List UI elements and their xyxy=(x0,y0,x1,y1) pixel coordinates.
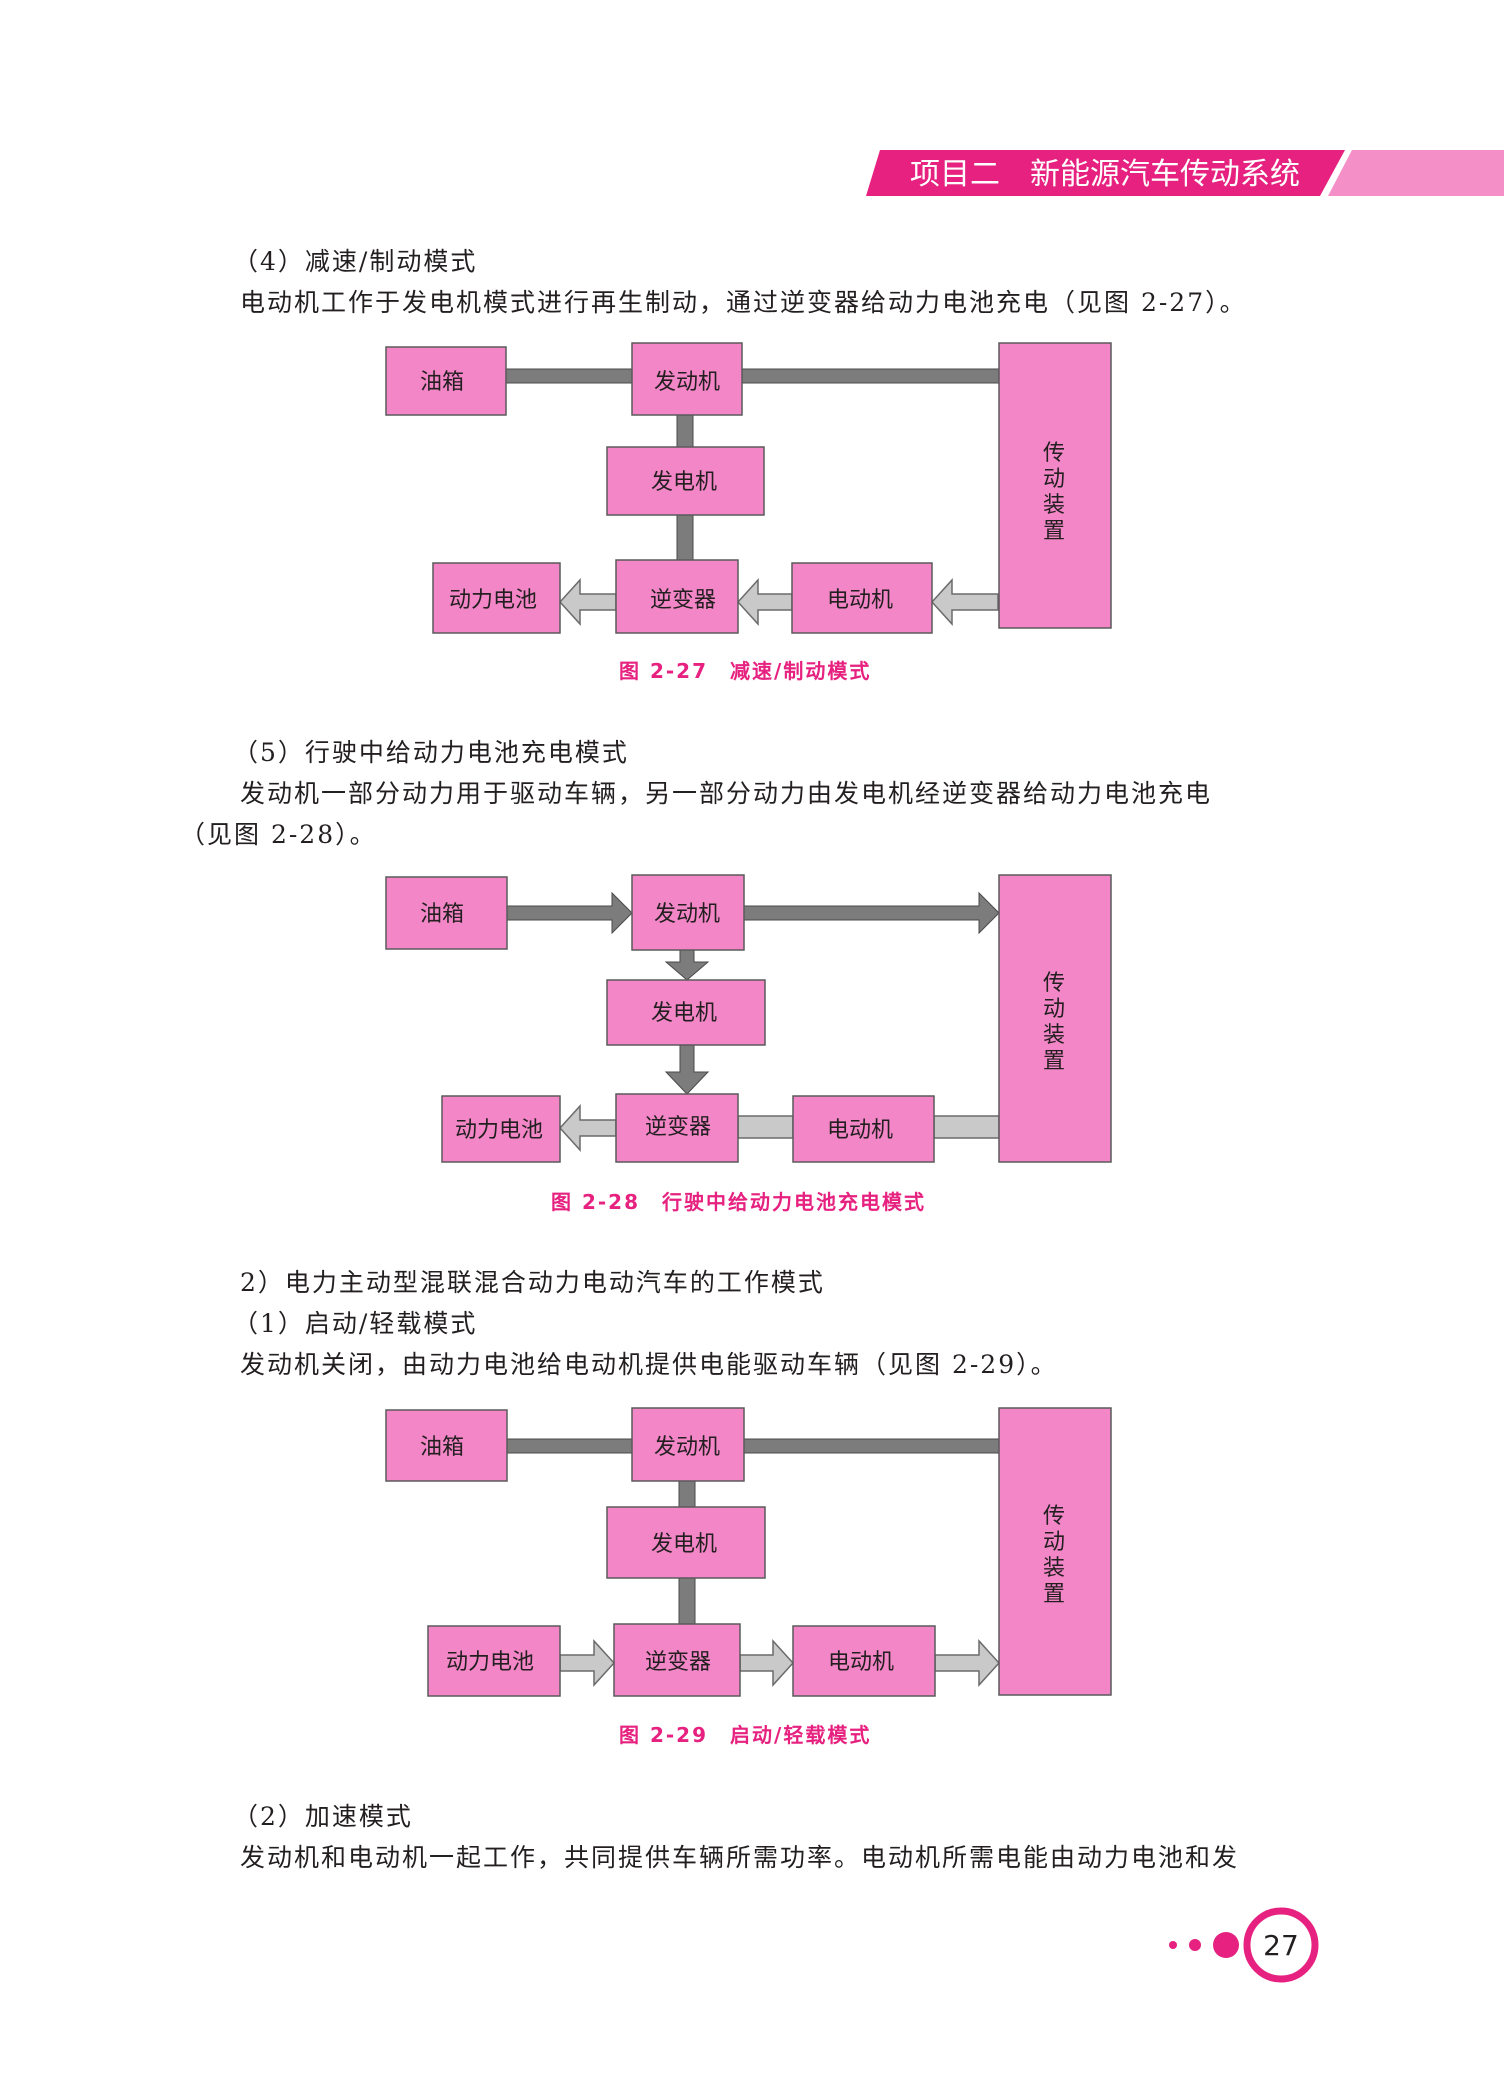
fuel-engine-link xyxy=(504,368,633,384)
battery-inverter-arrow xyxy=(559,1639,616,1687)
inverter-label: 逆变器 xyxy=(645,1650,711,1675)
inverter-box xyxy=(615,1093,739,1163)
motor-box xyxy=(791,562,933,634)
engine-transmission-link xyxy=(741,368,1000,384)
section-text-4: 电动机工作于发电机模式进行再生制动，通过逆变器给动力电池充电（见图 2-27）。 xyxy=(240,288,1247,317)
transmission-char-4: 置 xyxy=(1043,1049,1065,1074)
section-text-1: 发动机关闭，由动力电池给电动机提供电能驱动车辆（见图 2-29）。 xyxy=(240,1350,1058,1379)
footer-dot-large xyxy=(1213,1932,1239,1958)
generator-inverter-link xyxy=(678,1577,696,1625)
transmission-char-3: 装 xyxy=(1043,1023,1065,1048)
footer-dot-small xyxy=(1169,1941,1177,1949)
fuel-engine-arrow xyxy=(506,891,633,935)
transmission-char-4: 置 xyxy=(1043,1582,1065,1607)
battery-box xyxy=(427,1625,561,1697)
inverter-label: 逆变器 xyxy=(645,1115,711,1140)
header-band: 项目二 新能源汽车传动系统 xyxy=(866,150,1504,196)
transmission-box xyxy=(998,342,1112,629)
transmission-char-2: 动 xyxy=(1043,1530,1065,1555)
generator-box xyxy=(606,1506,766,1579)
section-heading-4: （4）减速/制动模式 xyxy=(233,247,478,276)
engine-label: 发动机 xyxy=(654,1435,720,1460)
engine-label: 发动机 xyxy=(654,370,720,395)
page-number-ring xyxy=(1243,1907,1319,1983)
transmission-motor-link xyxy=(933,1115,1000,1139)
engine-transmission-link xyxy=(743,1438,1000,1454)
transmission-char-3: 装 xyxy=(1043,1556,1065,1581)
motor-box xyxy=(792,1095,935,1163)
figure-2-28: 油箱 发动机 发电机 传 动 装 置 动力电池 逆变器 电动机 xyxy=(385,874,1112,1163)
engine-label: 发动机 xyxy=(654,902,720,927)
subheading-2: 2）电力主动型混联混合动力电动汽车的工作模式 xyxy=(240,1268,825,1297)
section-text-5b: （见图 2-28）。 xyxy=(180,820,377,849)
fuel-tank-box xyxy=(385,876,508,950)
inverter-label: 逆变器 xyxy=(650,588,716,613)
fuel-tank-label: 油箱 xyxy=(420,902,464,927)
section-heading-2: （2）加速模式 xyxy=(233,1802,413,1831)
transmission-char-2: 动 xyxy=(1043,467,1065,492)
battery-box xyxy=(441,1095,561,1163)
generator-box xyxy=(606,979,766,1046)
transmission-char-1: 传 xyxy=(1043,971,1065,996)
transmission-char-3: 装 xyxy=(1043,493,1065,518)
engine-box xyxy=(631,1407,745,1482)
transmission-box xyxy=(998,1407,1112,1696)
page-number: 27 xyxy=(1263,1929,1299,1962)
generator-box xyxy=(606,446,765,516)
figure-2-28-caption: 图 2-28 行驶中给动力电池充电模式 xyxy=(551,1190,927,1214)
engine-generator-link xyxy=(678,1480,696,1508)
generator-label: 发电机 xyxy=(651,1001,717,1026)
inverter-motor-arrow xyxy=(739,1639,795,1687)
battery-label: 动力电池 xyxy=(449,588,537,613)
motor-inverter-arrow xyxy=(736,578,793,626)
fuel-tank-box xyxy=(385,346,507,416)
generator-inverter-arrow xyxy=(664,1044,710,1095)
figure-2-27: 油箱 发动机 发电机 传 动 装 置 动力电池 逆变器 电动机 xyxy=(385,342,1112,634)
generator-label: 发电机 xyxy=(651,1532,717,1557)
transmission-char-1: 传 xyxy=(1043,441,1065,466)
transmission-char-1: 传 xyxy=(1043,1504,1065,1529)
transmission-box xyxy=(998,874,1112,1163)
transmission-motor-arrow xyxy=(930,578,999,626)
motor-transmission-arrow xyxy=(934,1639,1001,1687)
battery-label: 动力电池 xyxy=(446,1650,534,1675)
motor-label: 电动机 xyxy=(827,1118,893,1143)
section-heading-5: （5）行驶中给动力电池充电模式 xyxy=(233,738,629,767)
generator-label: 发电机 xyxy=(651,470,717,495)
inverter-box xyxy=(613,1623,741,1697)
engine-box xyxy=(631,342,743,416)
engine-transmission-arrow xyxy=(743,891,1000,935)
inverter-battery-arrow xyxy=(558,1104,617,1152)
figure-2-29: 油箱 发动机 发电机 传 动 装 置 动力电池 逆变器 电动机 xyxy=(385,1407,1112,1697)
inverter-box xyxy=(615,559,739,634)
section-text-5a: 发动机一部分动力用于驱动车辆，另一部分动力由发电机经逆变器给动力电池充电 xyxy=(240,779,1213,808)
footer-dot-medium xyxy=(1189,1939,1201,1951)
inverter-battery-arrow xyxy=(558,578,617,626)
motor-label: 电动机 xyxy=(827,588,893,613)
fuel-tank-label: 油箱 xyxy=(420,1435,464,1460)
fuel-engine-link xyxy=(506,1438,633,1454)
transmission-char-4: 置 xyxy=(1043,519,1065,544)
engine-generator-arrow xyxy=(664,949,710,981)
section-heading-1: （1）启动/轻载模式 xyxy=(233,1309,478,1338)
fuel-tank-label: 油箱 xyxy=(420,370,464,395)
figure-2-27-caption: 图 2-27 减速/制动模式 xyxy=(619,659,872,683)
figure-2-29-caption: 图 2-29 启动/轻载模式 xyxy=(619,1723,872,1747)
transmission-char-2: 动 xyxy=(1043,997,1065,1022)
motor-box xyxy=(792,1625,936,1697)
battery-box xyxy=(432,562,561,634)
engine-box xyxy=(631,874,745,951)
motor-label: 电动机 xyxy=(828,1650,894,1675)
header-title: 项目二 新能源汽车传动系统 xyxy=(910,157,1300,192)
engine-generator-link xyxy=(676,414,694,448)
section-text-2: 发动机和电动机一起工作，共同提供车辆所需功率。电动机所需电能由动力电池和发 xyxy=(240,1843,1240,1872)
battery-label: 动力电池 xyxy=(455,1118,543,1143)
page-number-badge: 27 xyxy=(1169,1907,1319,1983)
generator-inverter-link xyxy=(676,514,694,561)
fuel-tank-box xyxy=(385,1409,508,1482)
motor-inverter-link xyxy=(737,1115,794,1139)
